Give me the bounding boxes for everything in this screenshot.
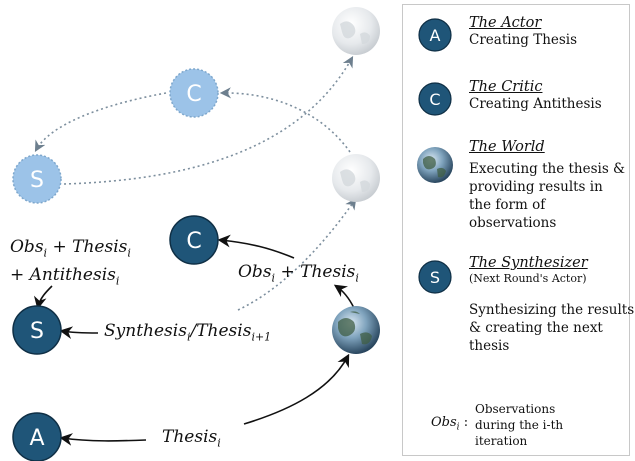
label-thesis: Thesisi	[162, 427, 221, 450]
synthesizer-node: S	[12, 305, 62, 355]
svg-text:C: C	[186, 229, 201, 254]
arrow-s-to-synthesis	[59, 326, 99, 339]
legend-synthesizer-desc: Synthesizing the results & creating the …	[469, 302, 635, 354]
legend-obs-desc: Observations during the i-th iteration	[475, 402, 564, 448]
obs-subscript: i	[456, 422, 460, 433]
legend-panel: A The Actor Creating Thesis C The Critic…	[402, 4, 634, 456]
obs-colon: :	[463, 415, 469, 430]
svg-text:A: A	[29, 426, 44, 451]
globe-icon-next-top	[332, 7, 380, 55]
legend-world-desc: Executing the thesis & providing results…	[469, 161, 626, 231]
globe-icon-next-mid	[332, 154, 380, 202]
obs-symbol: Obs	[431, 415, 457, 430]
critic-badge-icon: C	[418, 82, 452, 116]
actor-badge-icon: A	[418, 18, 452, 52]
label-synthesis-thesis-next: Synthesisi/Thesisi+1	[104, 321, 272, 344]
legend-critic-desc: Creating Antithesis	[469, 96, 602, 112]
arrow-thesis-to-world	[243, 353, 350, 425]
actor-node: A	[12, 412, 62, 461]
legend-actor-desc: Creating Thesis	[469, 32, 578, 48]
dotted-line-synthesis-to-world	[237, 198, 357, 311]
diagram-canvas: C S C S A	[12, 7, 380, 461]
critic-node-next: C	[169, 68, 219, 118]
label-obs-thesis-antithesis: Obsi + Thesisi + Antithesisi	[10, 237, 131, 288]
synthesizer-node-next: S	[12, 154, 62, 204]
legend-critic-title: The Critic	[469, 79, 543, 95]
critic-node: C	[169, 215, 219, 265]
dotted-arc-c-to-s	[34, 92, 167, 152]
globe-icon	[417, 147, 453, 183]
arrow-world-to-obs	[333, 284, 355, 309]
svg-text:A: A	[430, 26, 441, 45]
svg-text:C: C	[186, 82, 201, 107]
dotted-line-s-to-world	[63, 56, 354, 185]
dotted-arc-world-to-c	[219, 87, 351, 153]
svg-text:S: S	[30, 168, 44, 193]
svg-text:S: S	[30, 319, 44, 344]
legend-actor-title: The Actor	[469, 15, 542, 31]
arrow-obs-to-c	[217, 234, 295, 259]
svg-text:C: C	[429, 90, 440, 109]
legend-synthesizer-note: (Next Round's Actor)	[469, 272, 587, 285]
legend-world-title: The World	[469, 139, 545, 155]
synthesizer-badge-icon: S	[418, 260, 452, 294]
svg-text:S: S	[430, 268, 440, 287]
label-obs-thesis: Obsi + Thesisi	[238, 262, 359, 285]
legend-synthesizer-title: The Synthesizer	[469, 255, 588, 271]
arrow-a-to-thesis	[59, 433, 147, 446]
arrow-obs-to-s	[33, 285, 53, 310]
globe-icon-world	[332, 306, 380, 354]
